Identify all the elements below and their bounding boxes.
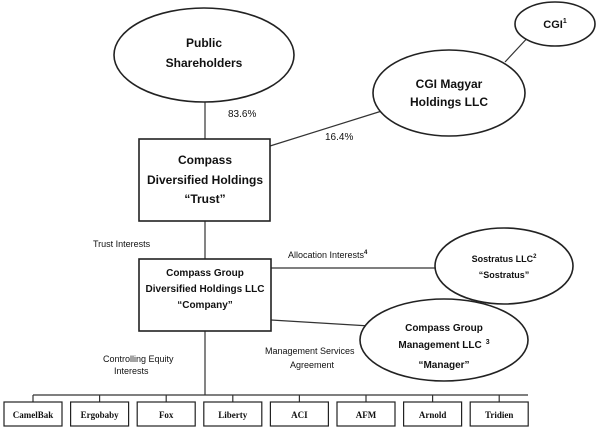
subsidiary-box-arnold bbox=[403, 401, 463, 427]
cgi-magyar-line1: CGI Magyar bbox=[416, 77, 483, 91]
node-manager: Compass Group Management LLC 3 “Manager” bbox=[359, 298, 529, 382]
subsidiary-box-ergobaby bbox=[69, 401, 130, 427]
cgi-name: CGI bbox=[543, 19, 563, 31]
label-trust-interests: Trust Interests bbox=[93, 239, 151, 249]
label-allocation-interests: Allocation Interests bbox=[288, 250, 365, 260]
subsidiary-label-liberty: Liberty bbox=[218, 410, 247, 420]
subsidiary-box-aci bbox=[269, 401, 329, 427]
node-sostratus: Sostratus LLC2 “Sostratus” bbox=[434, 227, 574, 305]
subsidiary-label-ergobaby: Ergobaby bbox=[81, 410, 120, 420]
trust-box bbox=[138, 138, 271, 222]
subsidiary-box-liberty bbox=[203, 401, 263, 427]
node-public-shareholders: Public Shareholders bbox=[113, 7, 295, 103]
connectors bbox=[32, 32, 533, 402]
subsidiary-label-afm: AFM bbox=[356, 410, 377, 420]
sostratus-alias: “Sostratus” bbox=[479, 270, 530, 280]
svg-text:Allocation Interests4: Allocation Interests4 bbox=[288, 250, 368, 260]
cgi-sup: 1 bbox=[563, 18, 567, 25]
label-mgmt-services-2: Agreement bbox=[290, 360, 335, 370]
sostratus-ellipse bbox=[434, 227, 574, 305]
subsidiary-label-arnold: Arnold bbox=[419, 410, 447, 420]
node-trust: Compass Diversified Holdings “Trust” bbox=[138, 138, 271, 222]
public-shareholders-line2: Shareholders bbox=[166, 56, 243, 70]
svg-text:Sostratus LLC2: Sostratus LLC2 bbox=[472, 254, 538, 264]
public-shareholders-ellipse bbox=[113, 7, 295, 103]
trust-line2: Diversified Holdings bbox=[147, 173, 263, 187]
manager-sup: 3 bbox=[486, 339, 490, 346]
company-line1: Compass Group bbox=[166, 268, 244, 279]
manager-ellipse bbox=[359, 298, 529, 382]
node-company: Compass Group Diversified Holdings LLC “… bbox=[138, 258, 272, 332]
subsidiary-box-tridien bbox=[469, 401, 529, 427]
public-shareholders-line1: Public bbox=[186, 36, 222, 50]
label-controlling-1: Controlling Equity bbox=[103, 354, 174, 364]
node-cgi: CGI1 bbox=[514, 1, 596, 47]
trust-line1: Compass bbox=[178, 153, 232, 167]
edge-magyar-to-trust bbox=[269, 109, 386, 147]
trust-line3: “Trust” bbox=[184, 192, 225, 206]
manager-line1: Compass Group bbox=[405, 323, 483, 334]
label-allocation-sup: 4 bbox=[364, 250, 368, 256]
edge-company-to-manager bbox=[270, 319, 371, 327]
svg-text:CGI1: CGI1 bbox=[543, 18, 567, 31]
node-cgi-magyar: CGI Magyar Holdings LLC bbox=[372, 49, 526, 137]
cgi-magyar-line2: Holdings LLC bbox=[410, 95, 488, 109]
sostratus-sup: 2 bbox=[533, 254, 537, 260]
subsidiary-box-fox bbox=[136, 401, 196, 427]
subsidiary-box-afm bbox=[336, 401, 396, 427]
company-line2: Diversified Holdings LLC bbox=[146, 284, 265, 295]
cgi-ellipse bbox=[514, 1, 596, 47]
subsidiary-label-camelbak: CamelBak bbox=[13, 410, 54, 420]
company-box bbox=[138, 258, 272, 332]
company-line3: “Company” bbox=[177, 300, 233, 311]
subsidiary-label-fox: Fox bbox=[159, 410, 174, 420]
subsidiary-label-tridien: Tridien bbox=[485, 410, 513, 420]
label-mgmt-services-1: Management Services bbox=[265, 346, 355, 356]
manager-line2: Management LLC bbox=[398, 340, 481, 351]
label-public-pct: 83.6% bbox=[228, 109, 256, 120]
subsidiaries-row: CamelBak Ergobaby Fox Liberty ACI AFM Arnold Tr… bbox=[3, 401, 529, 427]
subsidiary-drop-lines bbox=[32, 395, 500, 402]
edge-labels: 83.6% 16.4% Trust Interests Allocation I… bbox=[93, 109, 368, 376]
sostratus-name: Sostratus LLC bbox=[472, 254, 534, 264]
cgi-magyar-ellipse bbox=[372, 49, 526, 137]
label-magyar-pct: 16.4% bbox=[325, 132, 353, 143]
manager-alias: “Manager” bbox=[418, 360, 469, 371]
subsidiary-label-aci: ACI bbox=[291, 410, 308, 420]
label-controlling-2: Interests bbox=[114, 366, 149, 376]
subsidiary-box-camelbak bbox=[3, 401, 63, 427]
